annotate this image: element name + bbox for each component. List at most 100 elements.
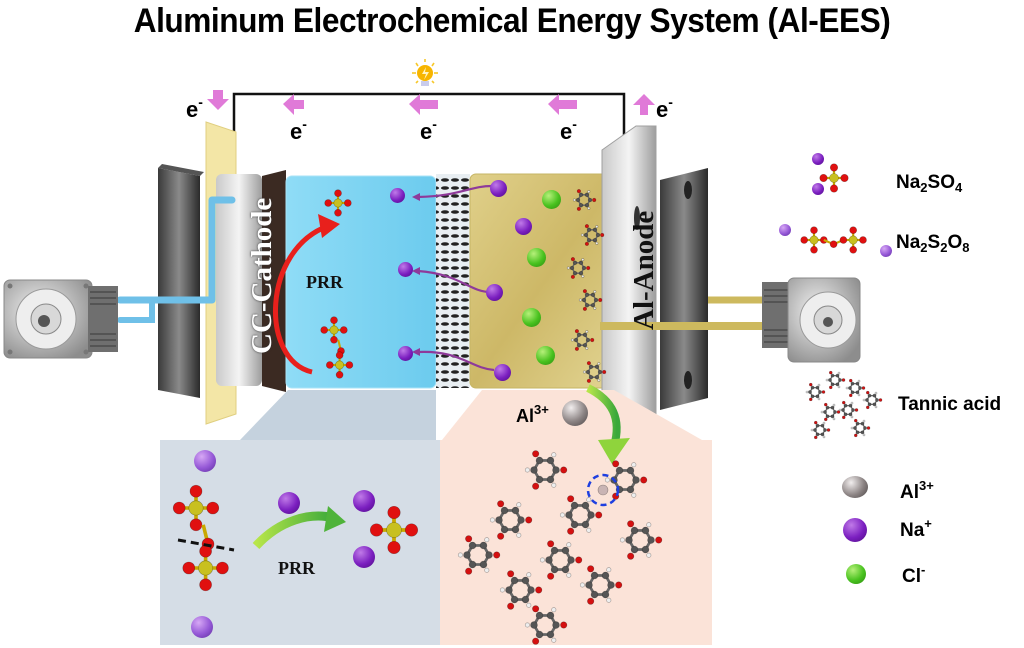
carbon-atom xyxy=(572,260,578,265)
oxygen-atom xyxy=(199,578,212,592)
oxygen-atom xyxy=(823,402,828,407)
carbon-atom xyxy=(505,586,513,594)
na-ion xyxy=(390,188,405,203)
carbon-atom xyxy=(585,369,591,375)
sulfur-atom xyxy=(198,560,214,576)
carbon-atom xyxy=(865,398,869,402)
oxygen-atom xyxy=(574,329,579,334)
oxygen-atom xyxy=(878,398,883,402)
carbon-atom xyxy=(848,412,853,417)
carbon-atom xyxy=(810,394,815,399)
aluminum-atom xyxy=(597,484,609,496)
lightbulb-icon xyxy=(412,59,438,86)
oxygen-atom xyxy=(320,326,329,334)
carbon-atom xyxy=(595,232,601,238)
hydrogen-atom xyxy=(822,421,826,425)
carbon-atom xyxy=(815,394,820,399)
legend-label-part: Na xyxy=(900,520,925,541)
carbon-atom xyxy=(561,565,570,574)
oxygen-atom xyxy=(615,581,623,589)
carbon-atom xyxy=(597,369,603,375)
hydrogen-atom xyxy=(570,338,574,342)
oxygen-atom xyxy=(841,378,846,382)
carbon-atom xyxy=(463,551,471,559)
oxygen-atom xyxy=(655,536,663,544)
hydrogen-atom xyxy=(484,537,490,543)
oxygen-atom xyxy=(828,385,833,390)
cl-ion xyxy=(522,308,541,327)
oxygen-atom xyxy=(612,460,620,468)
oxygen-atom xyxy=(598,297,603,303)
legend-na2s2o8-molecule xyxy=(800,226,867,254)
carbon-atom xyxy=(495,516,503,524)
electron-label-wire-middle: e- xyxy=(420,116,437,145)
carbon-atom xyxy=(850,390,855,395)
oxygen-atom xyxy=(595,511,603,519)
carbon-atom xyxy=(825,405,830,410)
oxygen-atom xyxy=(172,501,186,515)
hydrogen-atom xyxy=(516,532,522,538)
legend-label-part: Na xyxy=(896,172,921,193)
carbon-atom xyxy=(527,586,535,594)
hydrogen-atom xyxy=(874,391,878,395)
oxygen-atom xyxy=(586,361,591,366)
carbon-atom xyxy=(546,475,555,484)
electron-symbol: e xyxy=(186,97,199,122)
oxygen-atom xyxy=(189,484,203,498)
persulfate-molecule xyxy=(172,484,229,592)
hydrogen-atom xyxy=(539,557,545,563)
oxygen-atom xyxy=(829,163,839,172)
na-ion xyxy=(191,616,213,638)
oxygen-atom xyxy=(535,586,543,594)
left-inset-connector xyxy=(240,390,436,440)
carbon-atom xyxy=(626,466,635,475)
carbon-atom xyxy=(590,292,596,297)
oxygen-atom xyxy=(567,495,575,503)
carbon-atom xyxy=(630,545,639,554)
hydrogen-atom xyxy=(585,346,589,350)
carbon-atom xyxy=(590,571,599,580)
oxygen-atom xyxy=(334,189,342,197)
sulfur-atom xyxy=(333,198,343,208)
oxygen-atom xyxy=(547,540,555,548)
carbon-atom xyxy=(813,428,817,432)
hydrogen-atom xyxy=(484,567,490,573)
carbon-atom xyxy=(510,576,519,585)
carbon-atom xyxy=(830,382,835,387)
hydrogen-atom xyxy=(850,401,854,405)
oxygen-atom xyxy=(330,335,338,344)
carbon-atom xyxy=(590,303,596,308)
carbon-atom xyxy=(615,466,624,475)
carbon-atom xyxy=(860,430,865,435)
catholyte-tube xyxy=(116,196,236,304)
oxygen-atom xyxy=(334,209,342,217)
oxygen-atom xyxy=(335,370,344,379)
hydrogen-atom xyxy=(586,497,592,503)
na-ion xyxy=(278,492,300,514)
carbon-atom xyxy=(578,260,584,265)
carbon-atom xyxy=(835,382,840,387)
legend-na-ball xyxy=(812,153,824,165)
carbon-atom xyxy=(521,576,530,585)
hydrogen-atom xyxy=(845,386,849,390)
hydrogen-atom xyxy=(581,258,585,262)
oxygen-atom xyxy=(810,246,818,254)
oxygen-atom xyxy=(339,326,348,334)
legend-na-ball xyxy=(779,224,791,236)
oxygen-atom xyxy=(853,433,858,438)
carbon-atom xyxy=(546,456,555,465)
carbon-atom xyxy=(485,551,493,559)
hydrogen-atom xyxy=(587,190,591,194)
oxygen-atom xyxy=(497,500,505,508)
hydrogen-atom xyxy=(862,433,866,437)
oxygen-atom xyxy=(560,621,568,629)
carbon-atom xyxy=(848,403,853,408)
legend-label-na2s2o8: Na2S2O8 xyxy=(896,232,969,255)
oxygen-atom xyxy=(570,257,575,262)
oxygen-atom xyxy=(839,236,848,244)
legend-label-part: 8 xyxy=(962,240,970,255)
oxygen-atom xyxy=(627,552,635,560)
hydrogen-atom xyxy=(587,206,591,210)
hydrogen-atom xyxy=(857,393,861,397)
hydrogen-atom xyxy=(580,233,584,237)
